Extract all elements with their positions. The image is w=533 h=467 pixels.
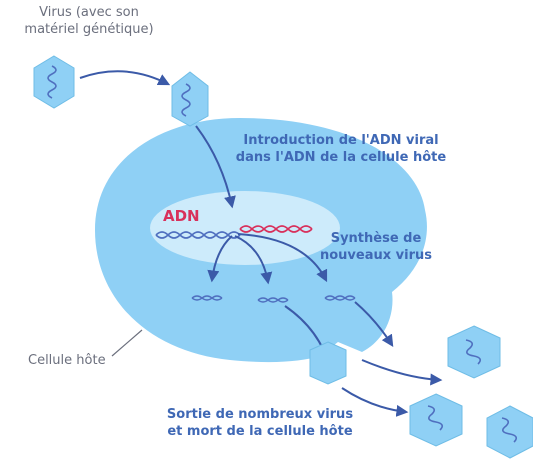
- label-virus-line-2: matériel génétique): [24, 22, 154, 37]
- label-sortie-line-2: et mort de la cellule hôte: [167, 424, 353, 439]
- label-introduction-line-1: Introduction de l'ADN viral: [243, 133, 439, 148]
- arrow-synthesis-2: [234, 235, 273, 285]
- arrow-attachment: [79, 70, 171, 86]
- host-dna-strand: [155, 225, 313, 239]
- arrow-injection: [195, 125, 236, 209]
- new-viral-dna-1: [191, 295, 223, 301]
- label-introduction-line-2: dans l'ADN de la cellule hôte: [235, 150, 447, 165]
- new-viral-dna-2: [257, 297, 289, 303]
- arrow-release-2: [341, 387, 409, 417]
- label-synthese-line-1: Synthèse de: [330, 231, 422, 246]
- virus-attached: [171, 71, 209, 127]
- virus-released-2: [409, 393, 463, 447]
- label-sortie-line-1: Sortie de nombreux virus: [166, 407, 354, 422]
- label-synthese-line-2: nouveaux virus: [319, 248, 432, 263]
- label-virus-line-1: Virus (avec son: [39, 5, 139, 20]
- label-sortie: Sortie de nombreux virus et mort de la c…: [150, 406, 370, 440]
- virus-free: [33, 55, 75, 109]
- label-adn: ADN: [163, 207, 200, 225]
- label-synthese: Synthèse de nouveaux virus: [316, 230, 436, 264]
- label-introduction: Introduction de l'ADN viral dans l'ADN d…: [226, 132, 456, 166]
- label-virus: Virus (avec son matériel génétique): [14, 4, 164, 38]
- arrow-synthesis-1: [207, 235, 233, 283]
- virus-budding-1: [309, 341, 347, 385]
- cellule-leader-line: [111, 329, 143, 357]
- virus-released-3: [486, 405, 533, 459]
- new-viral-dna-3: [324, 295, 356, 301]
- virus-released-1: [447, 325, 501, 379]
- label-cellule-hote: Cellule hôte: [28, 353, 106, 368]
- arrow-release-1: [361, 359, 443, 386]
- arrow-synthesis-3: [237, 233, 328, 283]
- arrow-exit-2: [354, 301, 394, 348]
